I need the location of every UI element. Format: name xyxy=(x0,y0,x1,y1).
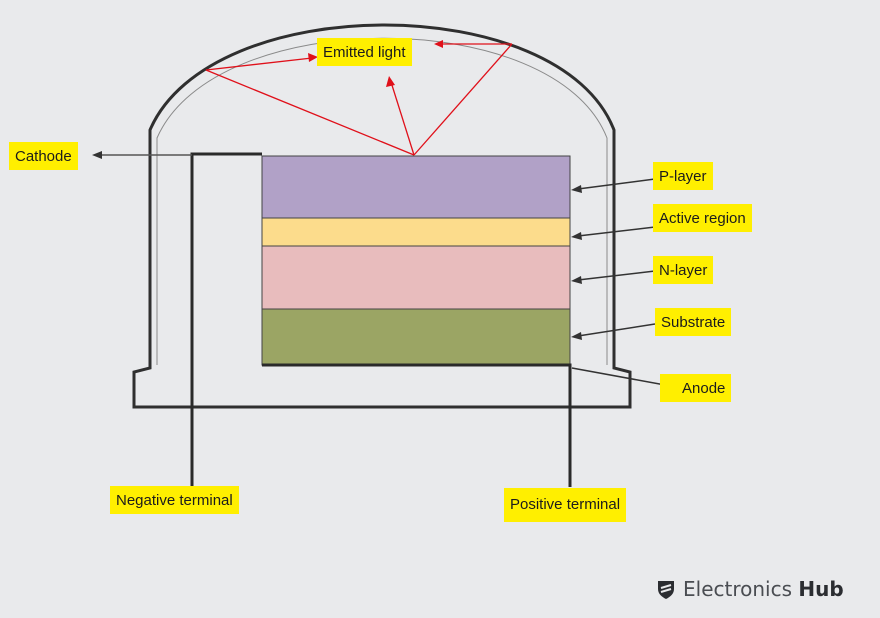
brand-watermark: Electronics Hub xyxy=(655,577,844,601)
light-arrowhead xyxy=(308,53,318,62)
light-ray xyxy=(413,43,513,156)
emitted-light-label: Emitted light xyxy=(317,38,412,66)
negative-lead xyxy=(190,152,262,487)
brand-name-bold: Hub xyxy=(798,577,844,601)
anode-arrow xyxy=(571,367,677,388)
light-ray xyxy=(390,81,415,156)
positive-terminal-label: Positive terminal xyxy=(504,488,627,522)
n-layer-arrow xyxy=(577,270,656,281)
electronics-hub-logo-icon xyxy=(658,581,674,599)
cathode-arrowhead xyxy=(92,151,102,159)
light-ray xyxy=(205,69,415,156)
active-region-label: Active region xyxy=(653,204,752,232)
light-arrowhead xyxy=(434,40,443,48)
p-layer-arrow xyxy=(577,178,656,190)
anode-label: Anode xyxy=(660,374,732,402)
light-rays xyxy=(205,43,513,156)
led-housing xyxy=(132,23,632,409)
p-layer-block xyxy=(261,155,571,219)
substrate-arrow xyxy=(577,323,656,337)
substrate-arrowhead xyxy=(571,332,582,340)
light-ray xyxy=(205,57,313,71)
cathode-label: Cathode xyxy=(9,142,78,170)
brand-name-light: Electronics xyxy=(683,577,793,601)
light-arrowhead xyxy=(386,76,395,87)
active-region-arrow xyxy=(577,226,656,237)
negative-terminal-label: Negative terminal xyxy=(110,486,239,514)
n-layer-arrowhead xyxy=(571,276,582,284)
positive-lead xyxy=(262,363,572,487)
n-layer-block xyxy=(261,245,571,310)
n-layer-label: N-layer xyxy=(653,256,714,284)
p-layer-arrowhead xyxy=(571,185,582,193)
substrate-block xyxy=(261,308,571,366)
active-region-block xyxy=(261,217,571,247)
substrate-label: Substrate xyxy=(655,308,732,336)
p-layer-label: P-layer xyxy=(653,162,713,190)
active-region-arrowhead xyxy=(571,232,582,240)
